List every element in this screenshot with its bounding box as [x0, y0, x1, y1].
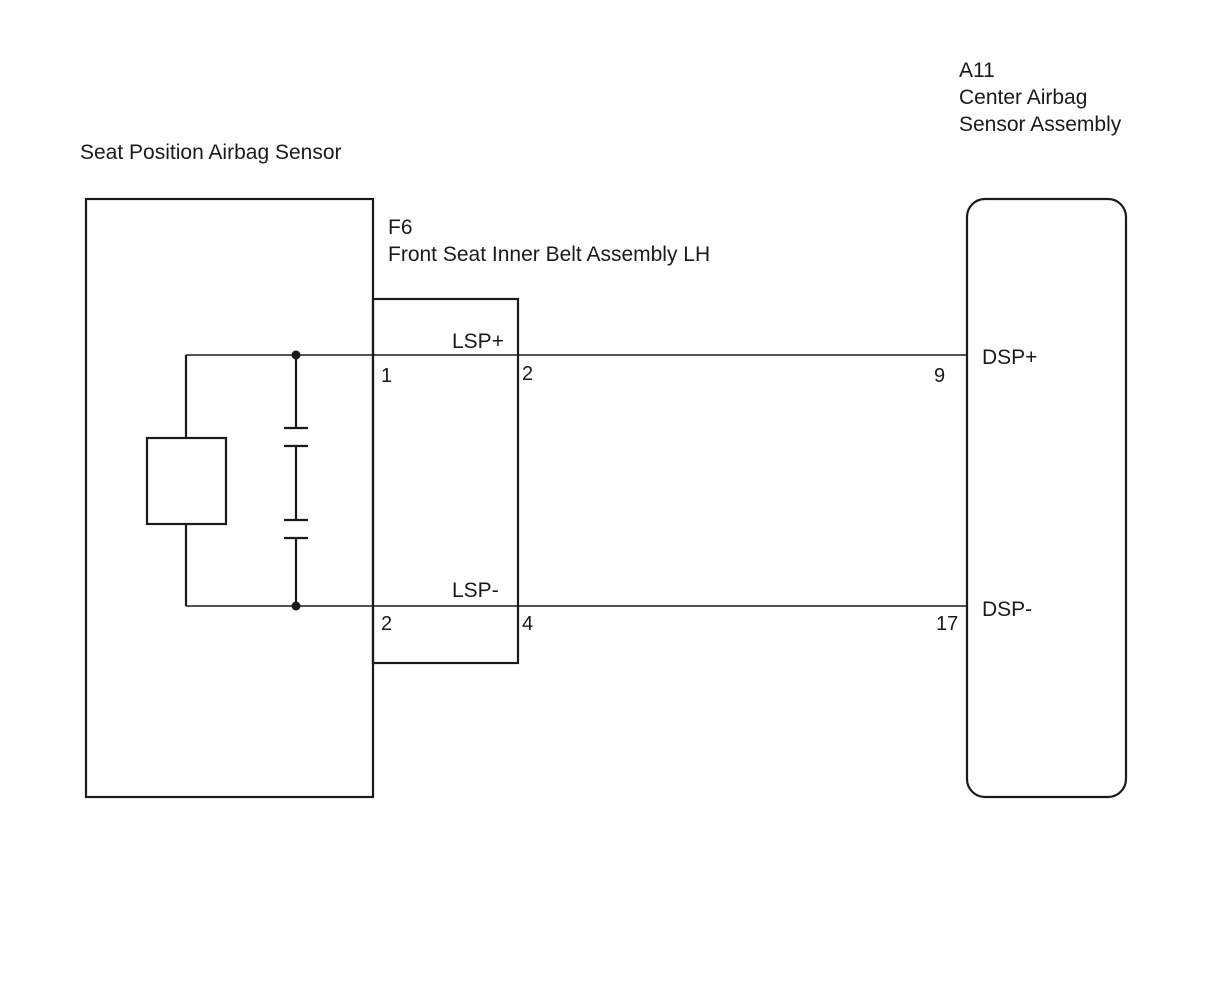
junction-dot-top [291, 350, 301, 360]
terminal-label-dsp-minus: DSP- [982, 598, 1033, 621]
connector-title: Front Seat Inner Belt Assembly LH [388, 243, 711, 266]
center-sensor-title-line2: Sensor Assembly [959, 113, 1122, 136]
sensor-element [145, 436, 228, 526]
terminal-label-lsp-plus: LSP+ [452, 330, 504, 353]
connector-f6-box [371, 297, 520, 665]
junction-dot-bottom [291, 601, 301, 611]
terminal-label-lsp-minus: LSP- [452, 579, 499, 602]
seat-sensor-pin-2: 2 [381, 613, 393, 635]
center-sensor-box [965, 197, 1128, 799]
center-sensor-code: A11 [959, 59, 995, 82]
connector-pin-4: 4 [522, 613, 534, 635]
seat-sensor-pin-1: 1 [381, 365, 393, 387]
seat-sensor-box [84, 197, 375, 799]
center-sensor-title-line1: Center Airbag [959, 86, 1088, 109]
center-sensor-pin-17: 17 [936, 613, 959, 635]
terminal-label-dsp-plus: DSP+ [982, 346, 1038, 369]
connector-pin-2: 2 [522, 363, 534, 385]
center-sensor-pin-9: 9 [934, 365, 946, 387]
connector-code: F6 [388, 216, 413, 239]
seat-sensor-title: Seat Position Airbag Sensor [80, 141, 342, 164]
